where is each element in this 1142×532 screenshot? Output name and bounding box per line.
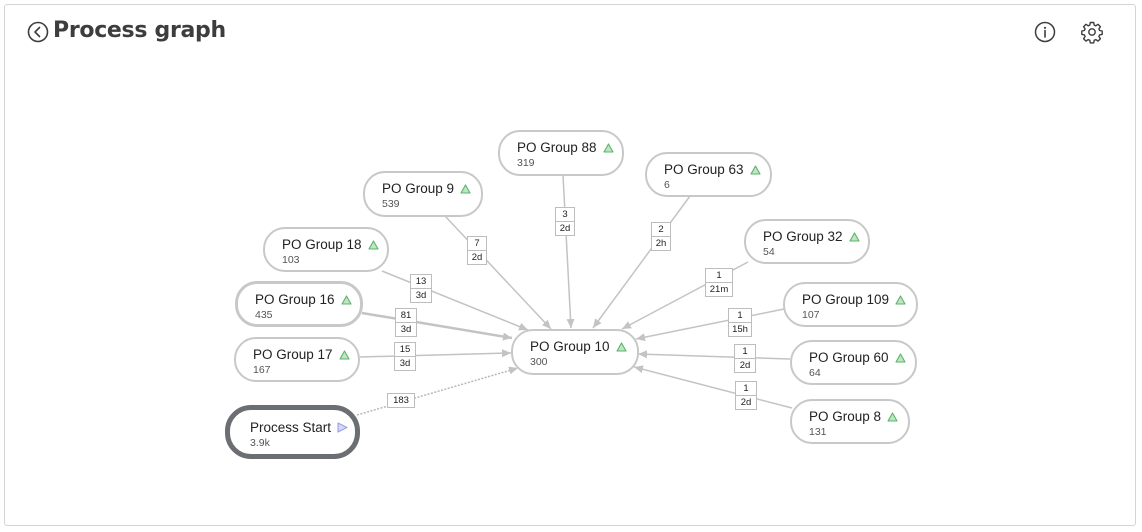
node-count: 167 [253,364,271,376]
back-button[interactable] [27,21,49,43]
edge-g16[interactable] [361,311,513,341]
edge-g109[interactable] [635,308,785,342]
edge-g17[interactable] [359,349,512,358]
edge-start[interactable] [356,366,519,416]
info-icon [1034,21,1056,43]
node-title: PO Group 32 [763,229,843,244]
edge-g88[interactable] [562,174,575,329]
node-count: 107 [802,309,820,321]
triangle-up-icon [338,349,350,360]
triangle-up-icon [367,239,379,250]
triangle-up-icon [340,294,352,305]
node-g9[interactable]: PO Group 9 539 [363,171,483,217]
settings-button[interactable] [1080,20,1104,44]
play-triangle-icon [337,422,348,433]
gear-icon [1081,21,1103,44]
triangle-up-icon [602,142,614,153]
edge-g60[interactable] [637,350,791,360]
triangle-up-icon [848,231,860,242]
page-title: Process graph [53,18,226,43]
node-g88[interactable]: PO Group 88 319 [498,130,624,176]
edge-label-start: 183 [387,393,415,408]
node-title: PO Group 17 [253,347,333,362]
node-title: PO Group 8 [809,409,882,424]
triangle-up-icon [895,294,906,305]
node-process-start[interactable]: Process Start 3.9k [225,405,360,459]
node-center[interactable]: PO Group 10 300 [511,329,639,375]
triangle-up-icon [615,341,627,352]
triangle-up-icon [887,411,898,422]
chevron-left-circle-icon [27,21,49,43]
node-count: 435 [255,309,273,321]
node-count: 539 [382,198,400,210]
node-count: 64 [809,367,821,379]
node-title: PO Group 109 [802,292,890,307]
node-title: PO Group 63 [664,162,744,177]
node-g8[interactable]: PO Group 8 131 [790,399,910,444]
triangle-up-icon [749,164,761,175]
edge-g9[interactable] [444,215,552,330]
node-title: PO Group 18 [282,237,362,252]
node-count: 319 [517,157,535,169]
edge-g8[interactable] [633,365,793,409]
edge-g18[interactable] [381,270,529,331]
node-count: 103 [282,254,300,266]
node-g18[interactable]: PO Group 18 103 [263,227,389,272]
node-count: 3.9k [250,437,270,449]
process-graph-panel [4,4,1136,526]
node-title: PO Group 9 [382,181,455,196]
node-count: 54 [763,246,775,258]
node-count: 300 [530,356,548,368]
triangle-up-icon [460,183,471,194]
node-title: PO Group 10 [530,339,610,354]
node-g63[interactable]: PO Group 63 6 [645,152,772,197]
node-title: Process Start [250,420,332,435]
triangle-up-icon [894,352,906,363]
node-g60[interactable]: PO Group 60 64 [790,340,917,385]
node-g17[interactable]: PO Group 17 167 [234,337,360,382]
node-title: PO Group 60 [809,350,889,365]
node-g16[interactable]: PO Group 16 435 [235,281,363,327]
node-count: 131 [809,426,827,438]
edge-g63[interactable] [592,195,691,329]
info-button[interactable] [1034,21,1056,43]
node-g109[interactable]: PO Group 109 107 [783,282,918,327]
node-g32[interactable]: PO Group 32 54 [744,219,870,264]
node-count: 6 [664,179,670,191]
node-title: PO Group 88 [517,140,597,155]
node-title: PO Group 16 [255,292,335,307]
